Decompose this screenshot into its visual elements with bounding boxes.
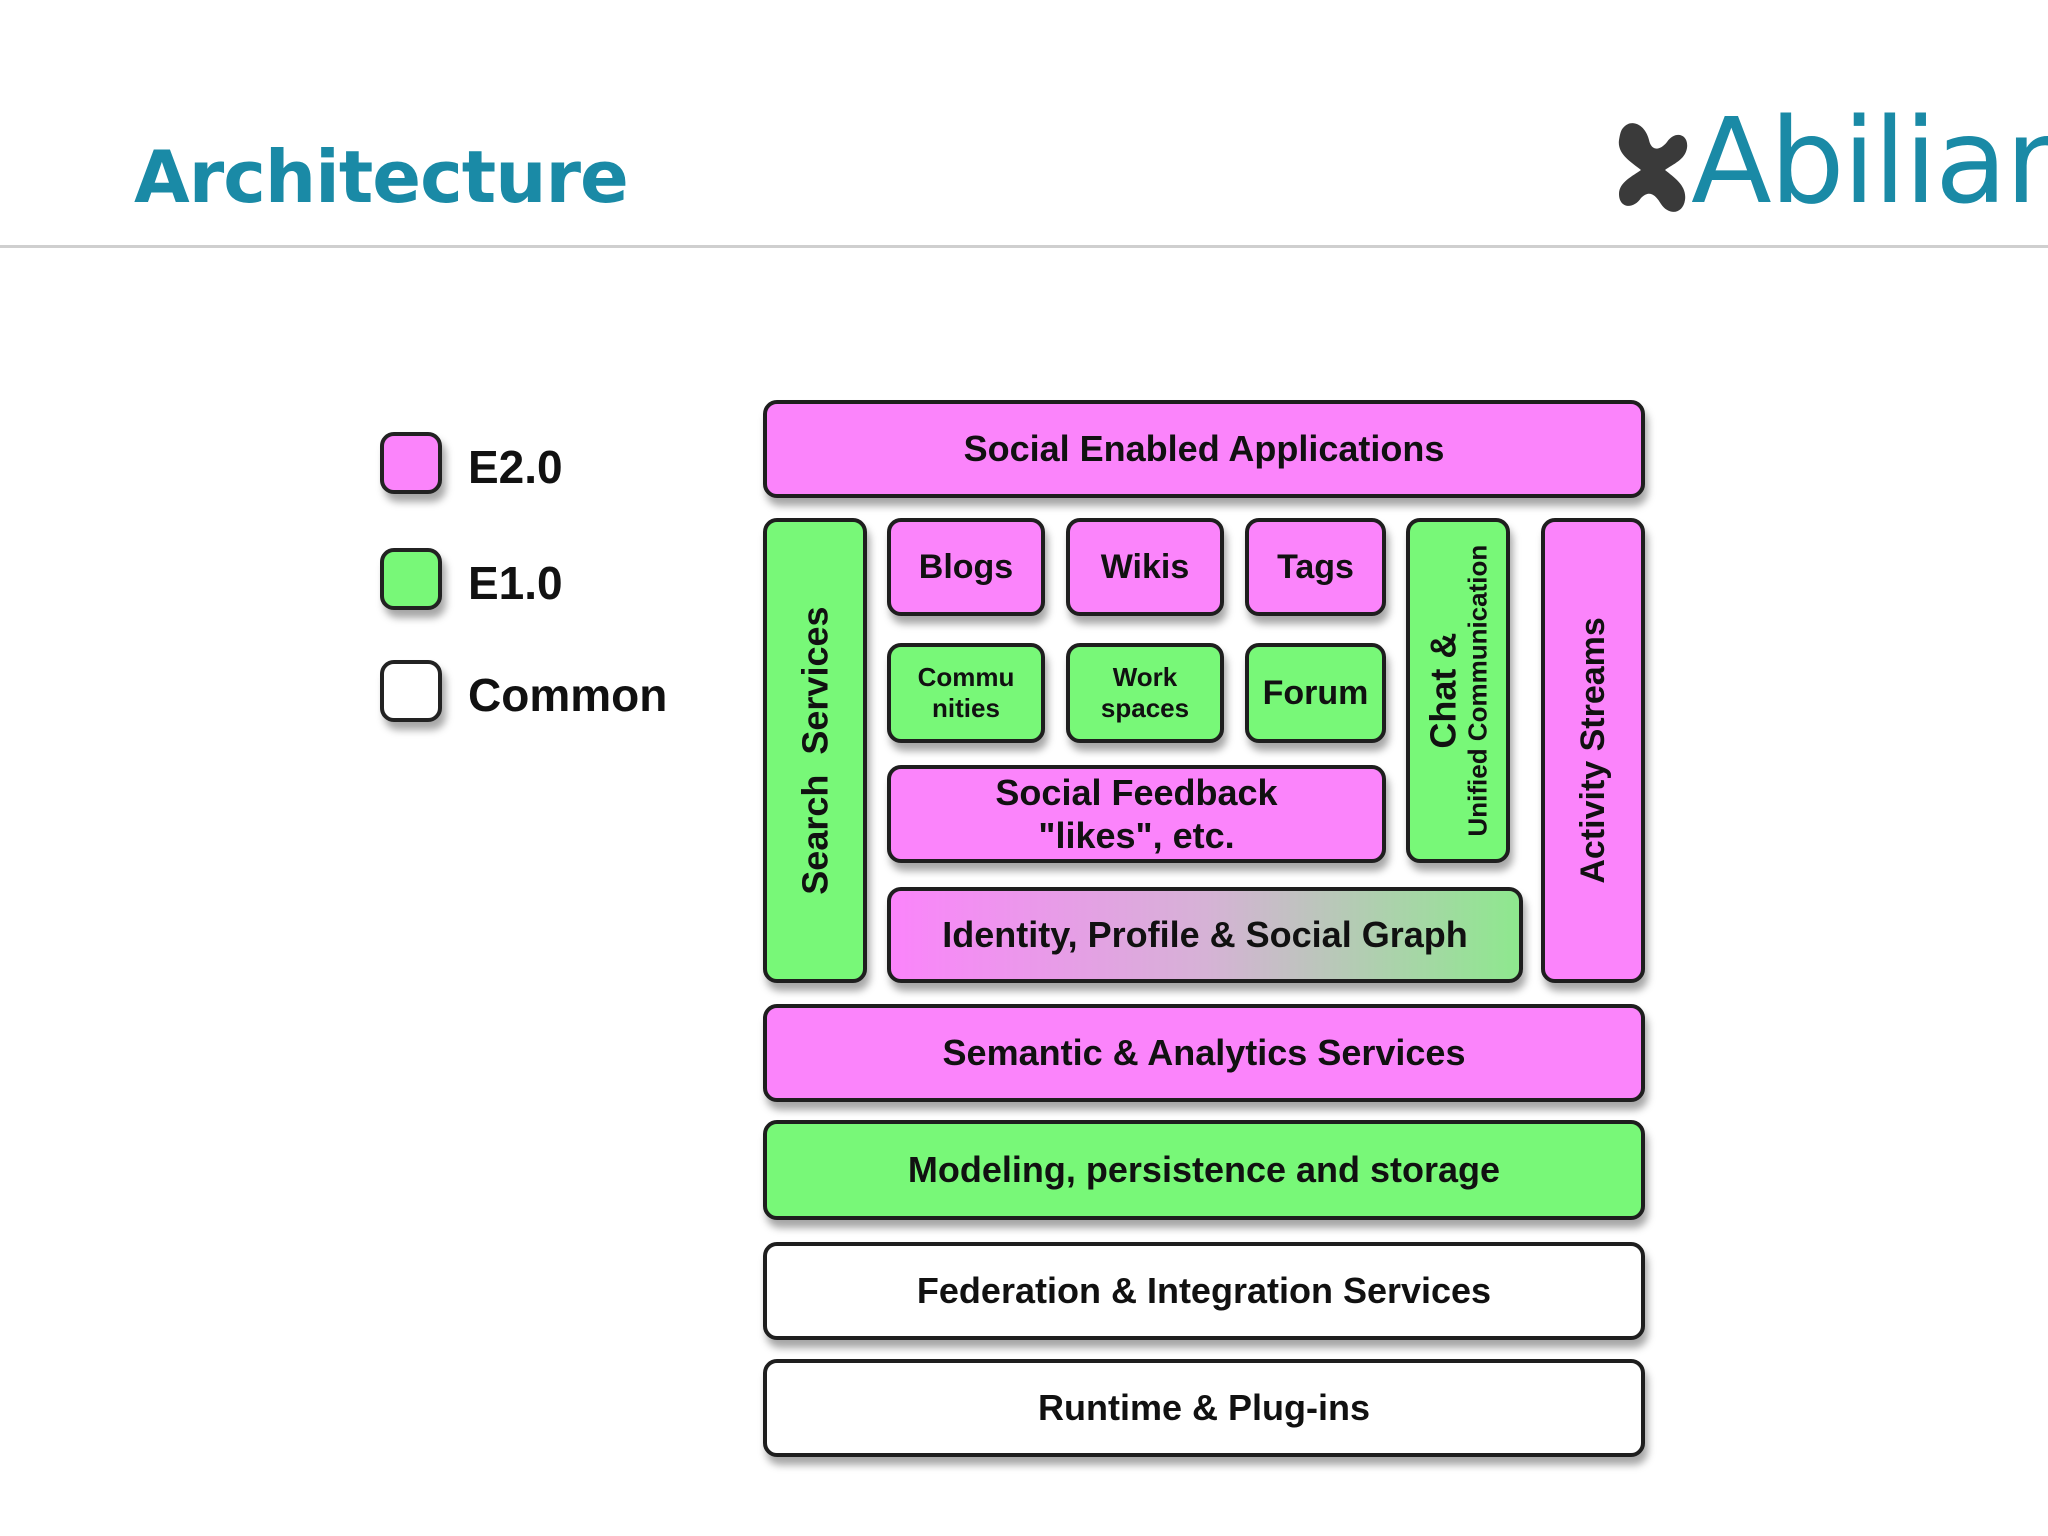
label-blogs: Blogs	[918, 547, 1014, 586]
abilian-mark-icon	[1618, 123, 1688, 212]
box-forum: Forum	[1245, 643, 1386, 743]
box-semantic-analytics-services: Semantic & Analytics Services	[763, 1004, 1645, 1102]
chat-label-group: Chat & Unified Communication	[1422, 545, 1493, 837]
label-communities-line2: nities	[932, 693, 1000, 723]
label-social-enabled-applications: Social Enabled Applications	[963, 428, 1445, 470]
slide-title: Architecture	[134, 135, 629, 219]
label-forum: Forum	[1262, 673, 1369, 712]
box-communities: Commu nities	[887, 643, 1045, 743]
legend-item-e10: E1.0	[380, 548, 700, 614]
box-identity-profile-social-graph: Identity, Profile & Social Graph	[887, 887, 1523, 983]
logo-text: Abilian	[1691, 92, 2048, 230]
box-search-services: Search Services	[763, 518, 867, 983]
label-runtime-plugins: Runtime & Plug-ins	[1038, 1387, 1370, 1429]
box-workspaces: Work spaces	[1066, 643, 1224, 743]
box-blogs: Blogs	[887, 518, 1045, 616]
legend-item-e20: E2.0	[380, 432, 700, 498]
title-divider	[0, 245, 2048, 248]
legend-label-common: Common	[468, 669, 668, 721]
label-identity-profile: Identity, Profile & Social Graph	[942, 914, 1468, 956]
box-activity-streams: Activity Streams	[1541, 518, 1645, 983]
box-tags: Tags	[1245, 518, 1386, 616]
label-search-services: Search Services	[794, 606, 836, 895]
label-social-feedback-line1: Social Feedback	[995, 771, 1278, 813]
legend-swatch-e20	[380, 432, 442, 494]
label-workspaces-line2: spaces	[1100, 693, 1190, 723]
box-chat-unified-communication: Chat & Unified Communication	[1406, 518, 1510, 863]
box-social-enabled-applications: Social Enabled Applications	[763, 400, 1645, 498]
label-communities-line1: Commu	[917, 661, 1015, 692]
label-semantic-analytics: Semantic & Analytics Services	[942, 1032, 1466, 1074]
legend-swatch-common	[380, 660, 442, 722]
label-activity-streams: Activity Streams	[1573, 617, 1612, 884]
label-social-feedback-line2: "likes", etc.	[1038, 815, 1235, 856]
label-tags: Tags	[1277, 547, 1354, 586]
legend-label-e20: E2.0	[468, 441, 563, 493]
box-federation-integration-services: Federation & Integration Services	[763, 1242, 1645, 1340]
box-wikis: Wikis	[1066, 518, 1224, 616]
abilian-logo: Abilian	[1615, 102, 2048, 228]
legend-label-e10: E1.0	[468, 557, 563, 609]
label-workspaces-line1: Work	[1112, 661, 1178, 692]
box-runtime-plugins: Runtime & Plug-ins	[763, 1359, 1645, 1457]
legend-item-common: Common	[380, 660, 700, 726]
label-chat-line1: Chat &	[1422, 632, 1464, 749]
label-modeling-storage: Modeling, persistence and storage	[907, 1149, 1501, 1191]
label-federation-integration: Federation & Integration Services	[916, 1270, 1492, 1312]
label-wikis: Wikis	[1100, 547, 1190, 586]
box-social-feedback: Social Feedback "likes", etc.	[887, 765, 1386, 863]
box-modeling-persistence-storage: Modeling, persistence and storage	[763, 1120, 1645, 1220]
label-chat-line2: Unified Communication	[1462, 544, 1493, 837]
legend-swatch-e10	[380, 548, 442, 610]
